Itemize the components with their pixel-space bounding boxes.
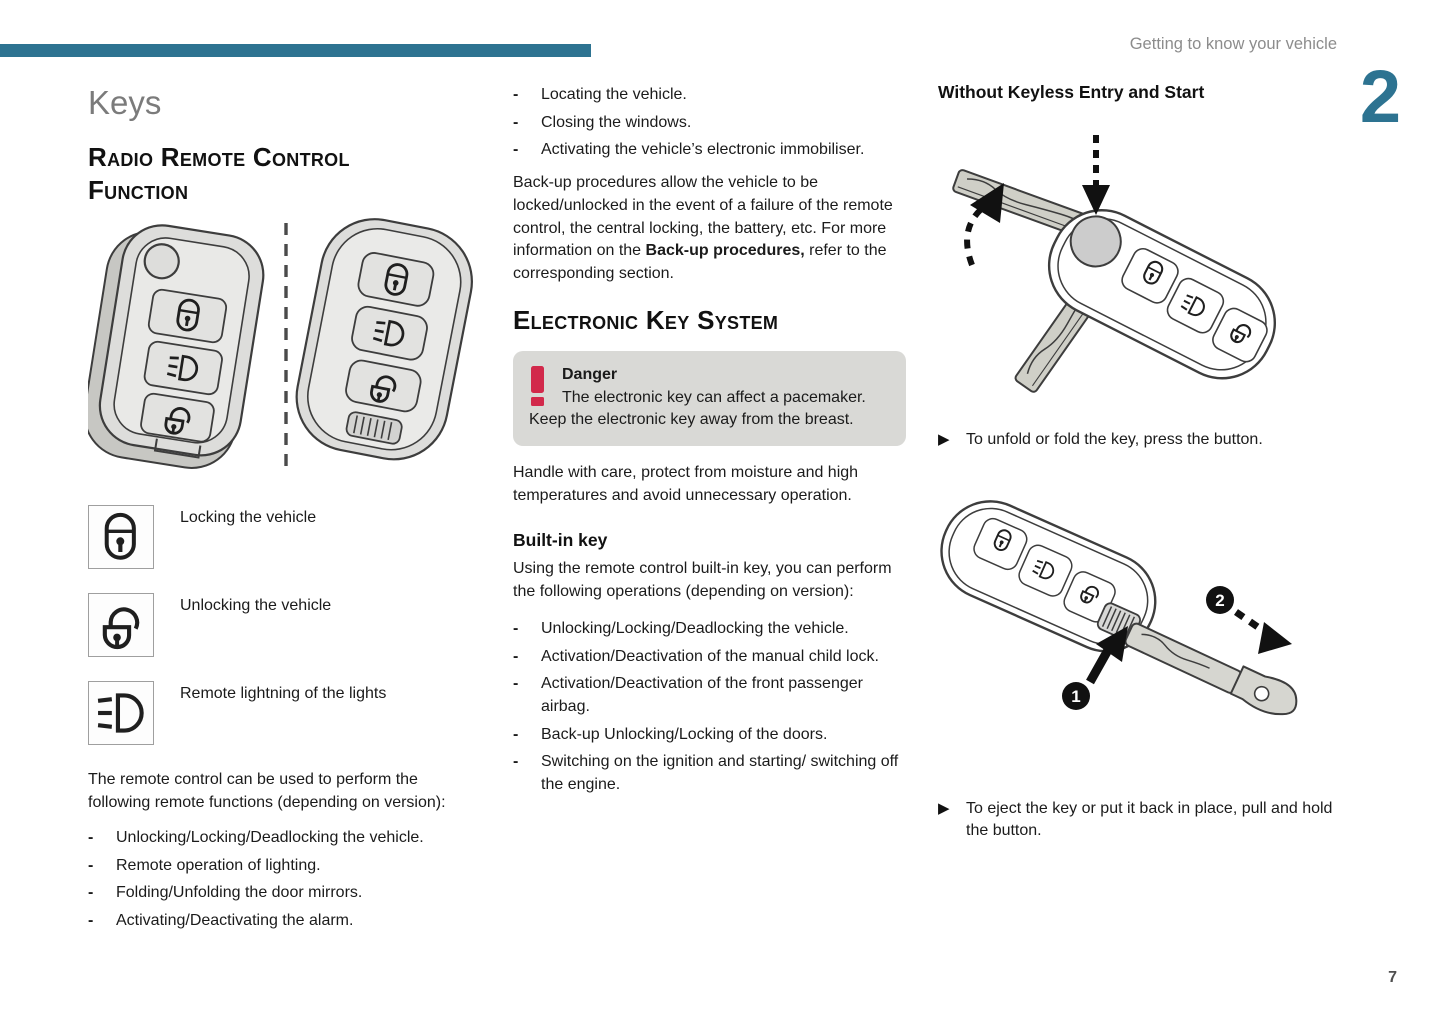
step1-arrow <box>1086 625 1128 684</box>
chapter-number: 2 <box>1359 55 1401 138</box>
without-keyless-heading: Without Keyless Entry and Start <box>938 82 1205 102</box>
running-header: Getting to know your vehicle <box>1129 35 1337 53</box>
dash-bullet: - <box>513 141 519 159</box>
dash-bullet: - <box>513 753 519 771</box>
remote-functions-list-continued: - Locating the vehicle. - Closing the wi… <box>513 84 906 162</box>
list-item: - Switching on the ignition and starting… <box>513 751 906 796</box>
middle-column: - Locating the vehicle. - Closing the wi… <box>513 80 906 807</box>
built-in-key-intro: Using the remote control built-in key, y… <box>513 560 892 601</box>
caption-eject: ▶ To eject the key or put it back in pla… <box>938 798 1336 843</box>
dash-bullet: - <box>513 725 519 743</box>
list-item: - Unlocking/Locking/Deadlocking the vehi… <box>88 827 490 850</box>
page-title: Keys <box>88 84 162 121</box>
rotate-arrow <box>964 182 1004 266</box>
list-item: - Activation/Deactivation of the front p… <box>513 673 906 718</box>
step-marker-2 <box>1206 585 1234 614</box>
dash-bullet: - <box>88 856 94 874</box>
handle-with-care-text: Handle with care, protect from moisture … <box>513 464 859 504</box>
left-column: Keys Radio Remote Control Function <box>88 80 490 943</box>
icon-label: Unlocking the vehicle <box>180 597 332 615</box>
list-item: - Locating the vehicle. <box>513 84 906 107</box>
backup-procedures-bold: Back-up procedures, <box>645 242 805 260</box>
list-item: - Activating/Deactivating the alarm. <box>88 910 490 933</box>
arrow-bullet-icon: ▶ <box>938 799 950 817</box>
list-item: - Folding/Unfolding the door mirrors. <box>88 882 490 905</box>
list-item: - Closing the windows. <box>513 112 906 135</box>
dash-bullet: - <box>88 828 94 846</box>
caption-unfold: ▶ To unfold or fold the key, press the b… <box>938 429 1336 452</box>
ribbed-slider <box>345 411 403 445</box>
press-arrow <box>1082 134 1110 215</box>
fold-button <box>1069 215 1122 268</box>
step-marker-1 <box>1062 681 1090 710</box>
dash-bullet: - <box>513 619 519 637</box>
step-number-2: 2 <box>1215 591 1224 610</box>
step2-arrow <box>1234 608 1292 654</box>
flip-key-body <box>1047 208 1277 380</box>
dash-bullet: - <box>513 86 519 103</box>
dash-bullet: - <box>88 884 94 902</box>
function-icon-legend: Locking the vehicle Unlocking the vehicl… <box>88 505 490 746</box>
remote-functions-intro: The remote control can be used to perfor… <box>88 771 446 812</box>
step-number-1: 1 <box>1071 687 1080 706</box>
unfold-key-illustration <box>952 134 1277 393</box>
danger-line1: The electronic key can affect a pacemake… <box>562 388 866 406</box>
flip-key-fob <box>88 224 265 470</box>
icon-label: Locking the vehicle <box>180 509 317 527</box>
icon-label: Remote lightning of the lights <box>180 685 387 703</box>
page-number: 7 <box>1388 969 1397 987</box>
electronic-key-heading: Electronic Key System <box>513 304 779 335</box>
built-in-key-subheading: Built-in key <box>513 529 608 550</box>
headlight-icon <box>88 681 154 746</box>
lock-open-icon <box>88 593 154 658</box>
danger-box: Danger The electronic key can affect a p… <box>513 351 906 447</box>
smart-key-fob <box>295 218 473 461</box>
radio-remote-heading: Radio Remote Control Function <box>88 141 350 206</box>
list-item: - Activation/Deactivation of the manual … <box>513 646 906 669</box>
legend-row-lighting: Remote lightning of the lights <box>88 681 490 746</box>
danger-line2: Keep the electronic key away from the br… <box>529 411 854 429</box>
list-item: - Back-up Unlocking/Locking of the doors… <box>513 724 906 747</box>
smart-key-body <box>940 499 1157 653</box>
legend-row-lock: Locking the vehicle <box>88 505 490 570</box>
built-in-key-list: - Unlocking/Locking/Deadlocking the vehi… <box>513 618 906 797</box>
dash-bullet: - <box>88 911 94 929</box>
legend-row-unlock: Unlocking the vehicle <box>88 593 490 658</box>
right-column: Without Keyless Entry and Start <box>938 80 1336 843</box>
danger-title: Danger <box>562 366 618 384</box>
list-item: - Unlocking/Locking/Deadlocking the vehi… <box>513 618 906 641</box>
dash-bullet: - <box>513 647 519 665</box>
lock-closed-icon <box>88 505 154 570</box>
key-fobs-illustration <box>88 218 473 470</box>
dash-bullet: - <box>513 113 519 131</box>
arrow-bullet-icon: ▶ <box>938 430 950 448</box>
remote-functions-list: - Unlocking/Locking/Deadlocking the vehi… <box>88 827 490 933</box>
detached-key-blade <box>1124 622 1298 715</box>
teal-accent-bar <box>0 44 591 57</box>
exclamation-icon <box>531 366 546 407</box>
list-item: - Activating the vehicle’s electronic im… <box>513 139 906 162</box>
list-item: - Remote operation of lighting. <box>88 855 490 878</box>
backup-procedures-paragraph: Back-up procedures allow the vehicle to … <box>513 174 893 283</box>
eject-key-illustration: 1 2 <box>940 499 1298 715</box>
dash-bullet: - <box>513 675 519 693</box>
